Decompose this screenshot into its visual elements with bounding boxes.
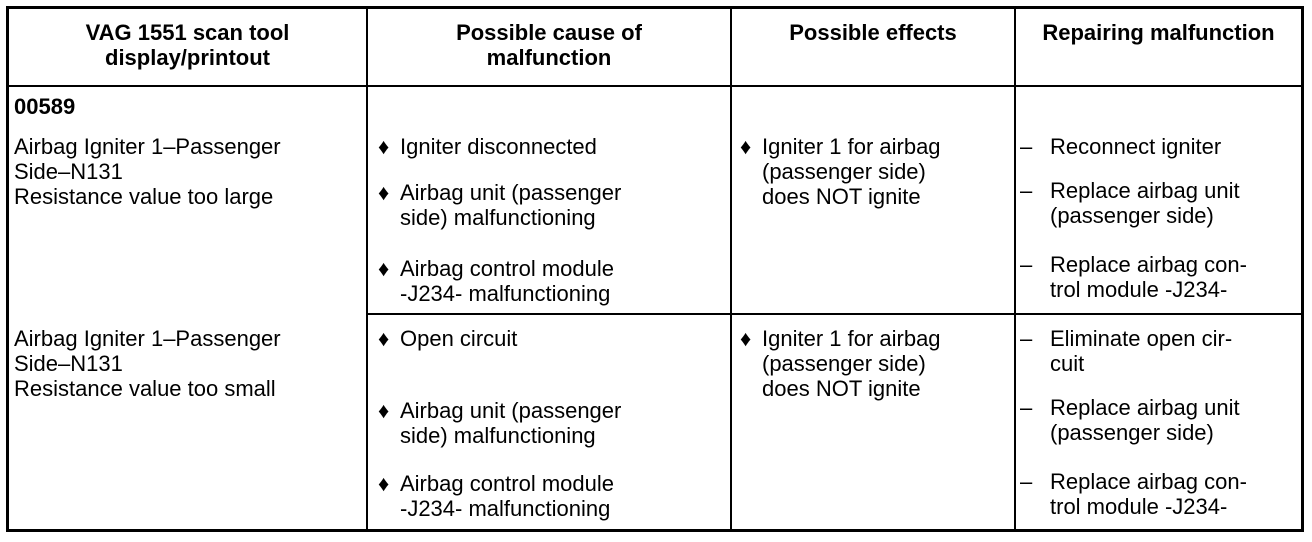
column-divider-1 (366, 6, 368, 532)
bullet-icon: ♦ (378, 326, 390, 351)
row1-cause-1: ♦ Igniter disconnected (378, 134, 597, 159)
header-cause: Possible cause of malfunction (456, 20, 642, 70)
row-divider (366, 313, 1304, 315)
bullet-icon: ♦ (378, 180, 390, 205)
row1-effect: ♦ Igniter 1 for airbag (passenger side) … (740, 134, 941, 209)
row2-cause-2: ♦ Airbag unit (passenger side) malfuncti… (378, 398, 622, 448)
header-divider (6, 85, 1304, 87)
row2-repair-1: – Eliminate open cir- cuit (1020, 326, 1233, 376)
header-display: VAG 1551 scan tool display/printout (85, 20, 290, 70)
row1-cause-2: ♦ Airbag unit (passenger side) malfuncti… (378, 180, 622, 230)
row1-cause-3: ♦ Airbag control module -J234- malfuncti… (378, 256, 615, 306)
fault-code: 00589 (14, 94, 76, 119)
row2-display: Airbag Igniter 1–Passenger Side–N131 Res… (14, 326, 281, 401)
row2-repair-3: – Replace airbag con- trol module -J234- (1020, 469, 1247, 519)
dash-icon: – (1020, 469, 1033, 494)
header-repair: Repairing malfunction (1042, 20, 1275, 45)
header-effects: Possible effects (789, 20, 957, 45)
row2-effect: ♦ Igniter 1 for airbag (passenger side) … (740, 326, 941, 401)
row1-repair-2: – Replace airbag unit (passenger side) (1020, 178, 1240, 228)
fault-table: VAG 1551 scan tool display/printout Poss… (6, 6, 1304, 532)
bullet-icon: ♦ (378, 256, 390, 281)
table-border-bottom (6, 529, 1304, 532)
dash-icon: – (1020, 326, 1033, 351)
row1-display: Airbag Igniter 1–Passenger Side–N131 Res… (14, 134, 281, 209)
dash-icon: – (1020, 178, 1033, 203)
dash-icon: – (1020, 395, 1033, 420)
row2-cause-3: ♦ Airbag control module -J234- malfuncti… (378, 471, 615, 521)
bullet-icon: ♦ (378, 134, 390, 159)
bullet-icon: ♦ (378, 398, 390, 423)
row1-repair-1: – Reconnect igniter (1020, 134, 1222, 159)
row2-repair-2: – Replace airbag unit (passenger side) (1020, 395, 1240, 445)
column-divider-3 (1014, 6, 1016, 532)
table-border-right (1301, 6, 1304, 532)
bullet-icon: ♦ (740, 326, 752, 351)
column-divider-2 (730, 6, 732, 532)
table-border-left (6, 6, 9, 532)
row2-cause-1: ♦ Open circuit (378, 326, 518, 351)
dash-icon: – (1020, 134, 1033, 159)
bullet-icon: ♦ (740, 134, 752, 159)
bullet-icon: ♦ (378, 471, 390, 496)
dash-icon: – (1020, 252, 1033, 277)
table-border-top (6, 6, 1304, 9)
row1-repair-3: – Replace airbag con- trol module -J234- (1020, 252, 1247, 302)
